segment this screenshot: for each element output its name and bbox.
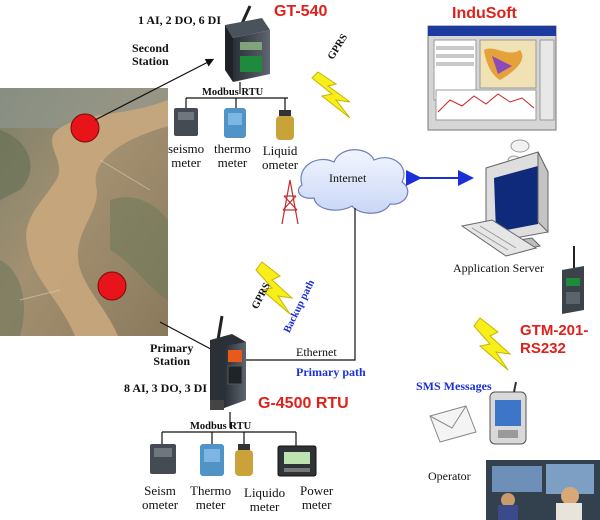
primary-liquidometer-label-line1: Liquido [244, 485, 286, 500]
sms-lightning [473, 317, 512, 371]
power-meter-icon [277, 445, 317, 477]
liquid-ometer-label-line2: ometer [262, 156, 299, 172]
primary-liquidometer-label-line2: meter [249, 498, 280, 514]
pda-phone-icon [489, 381, 527, 445]
g4500-rtu-device-icon [210, 315, 246, 410]
seismometer-label: seismo meter [168, 142, 204, 169]
primary-station-label-line2: Station [153, 353, 190, 368]
primary-station-bus [161, 412, 297, 446]
power-meter-label: Power meter [300, 484, 333, 511]
primary-thermometer-label: Thermo meter [190, 484, 231, 511]
second-station-bus-label: Modbus RTU [202, 87, 264, 98]
liquid-ometer-label: Liquid ometer [262, 144, 298, 171]
gtm201-modem-icon [562, 246, 584, 314]
thermometer-label-line2: meter [217, 154, 248, 170]
indusoft-title: InduSoft [452, 5, 517, 22]
primary-seismometer-icon [150, 444, 176, 474]
gprs-lightning-top [311, 71, 351, 119]
gt540-title: GT-540 [274, 3, 328, 20]
seismometer-label-line1: seismo [168, 141, 205, 156]
seismometer-icon [174, 108, 198, 136]
primary-thermometer-label-line2: meter [195, 496, 226, 512]
primary-liquidometer-icon [235, 444, 253, 476]
application-server-icon [460, 151, 549, 257]
radio-tower-icon [281, 179, 299, 225]
primary-station-label-line1: Primary [150, 341, 194, 355]
primary-liquidometer-label: Liquido meter [244, 486, 285, 513]
primary-station-bus-label: Modbus RTU [190, 421, 252, 432]
arrow-to-second-station [94, 58, 215, 121]
liquid-ometer-label-line1: Liquid [262, 143, 298, 158]
second-station-label: Second Station [132, 42, 169, 67]
primary-seismometer-label-line2: ometer [142, 496, 179, 512]
thermometer-label-line1: thermo [214, 141, 251, 156]
primary-seismometer-label: Seism ometer [142, 484, 178, 511]
gtm201-title: GTM-201- RS232 [520, 322, 589, 357]
internet-cloud [297, 149, 409, 214]
primary-thermometer-icon [200, 444, 224, 476]
sms-messages-label: SMS Messages [416, 379, 492, 393]
operator-photo [486, 460, 600, 520]
thought-bubble-1 [510, 139, 530, 153]
indusoft-screen-image [427, 25, 557, 131]
liquid-ometer-icon [276, 110, 294, 140]
second-station-bus [185, 82, 288, 110]
second-station-io-spec: 1 AI, 2 DO, 6 DI [138, 13, 222, 27]
ethernet-label: Ethernet [296, 345, 337, 359]
primary-station-label: Primary Station [150, 342, 193, 367]
thermometer-label: thermo meter [214, 142, 251, 169]
operator-label: Operator [428, 469, 471, 483]
thermometer-icon [224, 108, 246, 138]
power-meter-label-line1: Power [300, 483, 334, 498]
second-station-label-line2: Station [132, 53, 169, 68]
internet-label: Internet [329, 171, 367, 185]
g4500-rtu-title: G-4500 RTU [258, 395, 349, 412]
gt540-device-icon [225, 5, 270, 82]
gprs-lightning-bottom [255, 261, 294, 315]
application-server-label: Application Server [453, 261, 544, 275]
primary-path-label: Primary path [296, 365, 366, 379]
second-station-label-line1: Second [132, 41, 169, 55]
sms-envelope-icon [429, 405, 477, 443]
seismometer-label-line2: meter [171, 154, 201, 170]
primary-station-marker [97, 271, 127, 301]
second-station-marker [70, 113, 100, 143]
power-meter-label-line2: meter [301, 496, 332, 512]
ethernet-primary-link [246, 208, 356, 361]
primary-thermometer-label-line1: Thermo [190, 483, 232, 498]
primary-station-io-spec: 8 AI, 3 DO, 3 DI [124, 381, 208, 395]
primary-seismometer-label-line1: Seism [144, 483, 176, 498]
